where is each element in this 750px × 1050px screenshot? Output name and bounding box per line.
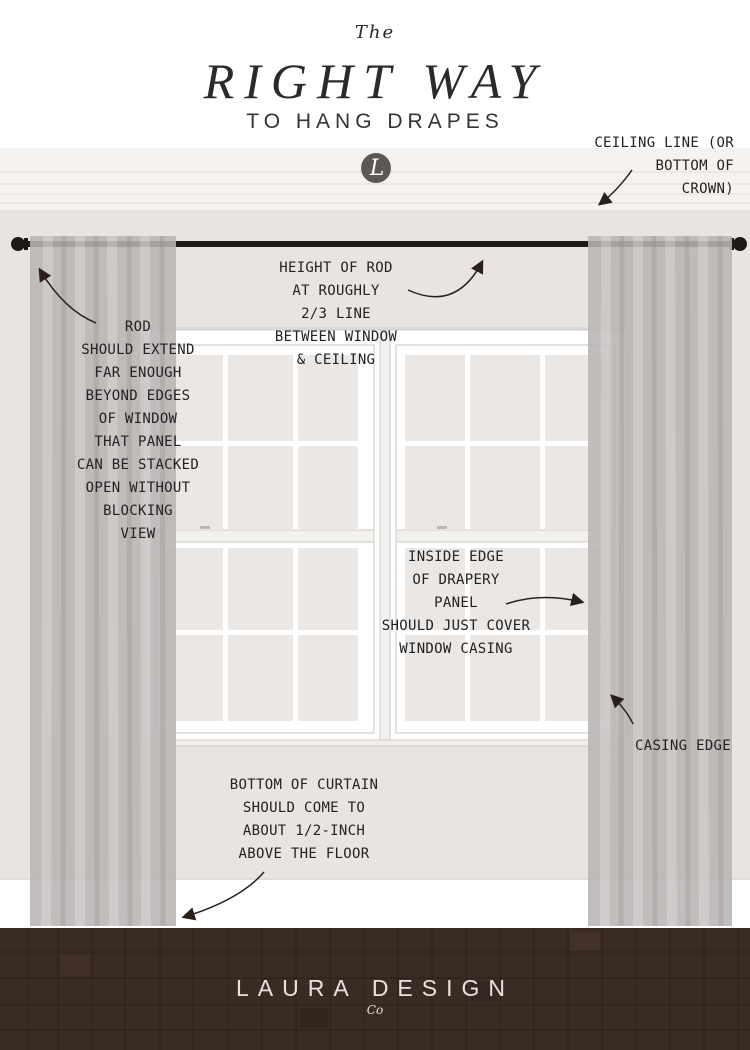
inside-edge-arrow [505,592,585,607]
note-line: HEIGHT OF ROD [279,260,393,276]
wood-floor [0,928,750,1050]
curtain-rod [11,237,747,251]
logo-letter: L [369,156,385,181]
note-line: BOTTOM OF CURTAIN [229,777,379,793]
note-line: CEILING LINE (OR [594,135,734,151]
note-line: BLOCKING [103,503,173,519]
note-line: FAR ENOUGH [94,365,182,381]
note-line: SHOULD COME TO [242,800,366,816]
note-line: CAN BE STACKED [76,457,200,473]
note-line: SHOULD EXTEND [81,342,195,358]
note-rod-extend: ROD SHOULD EXTEND FAR ENOUGH BEYOND EDGE… [58,316,218,546]
floor-arrow [181,871,265,921]
note-curtain-bottom: BOTTOM OF CURTAIN SHOULD COME TO ABOUT 1… [204,774,404,866]
left-drape-panel [30,235,176,927]
note-line: ABOVE THE FLOOR [238,846,370,862]
rod-extend-arrow [38,267,97,324]
logo-mark [361,153,391,183]
page-subtitle: TO HANG DRAPES [246,110,504,133]
note-ceiling-line: CEILING LINE (OR BOTTOM OF CROWN) [588,132,734,201]
note-line: SHOULD JUST COVER [381,618,531,634]
note-inside-edge: INSIDE EDGE OF DRAPERY PANEL SHOULD JUST… [361,546,551,661]
note-line: INSIDE EDGE [407,549,505,565]
page-title: RIGHT WAY [203,53,547,109]
casing-edge-arrow [610,694,634,725]
note-line: ABOUT 1/2-INCH [242,823,366,839]
note-line: BETWEEN WINDOW [274,329,398,345]
note-line: CROWN) [681,181,734,197]
note-casing-edge: CASING EDGE [622,735,744,758]
brand-name: LAURA DESIGN [236,975,514,1001]
note-line: & CEILING [296,352,376,368]
note-line: OPEN WITHOUT [85,480,191,496]
note-line: VIEW [120,526,156,542]
note-line: PANEL [434,595,478,611]
note-line: THAT PANEL [94,434,182,450]
right-drape-panel [588,235,732,927]
note-line: BEYOND EDGES [85,388,191,404]
note-rod-height: HEIGHT OF ROD AT ROUGHLY 2/3 LINE BETWEE… [246,257,426,372]
title-prefix: The [354,22,396,43]
note-line: OF WINDOW [98,411,178,427]
note-line: AT ROUGHLY [292,283,380,299]
note-line: WINDOW CASING [399,641,513,657]
brand-co: Co [366,1003,384,1017]
ceiling-arrow [597,169,633,206]
note-line: ROD [124,319,152,335]
note-line: CASING EDGE [634,738,732,754]
rod-height-arrow [407,259,484,298]
note-line: OF DRAPERY [412,572,500,588]
note-line: 2/3 LINE [301,306,371,322]
note-line: BOTTOM OF [655,158,734,174]
